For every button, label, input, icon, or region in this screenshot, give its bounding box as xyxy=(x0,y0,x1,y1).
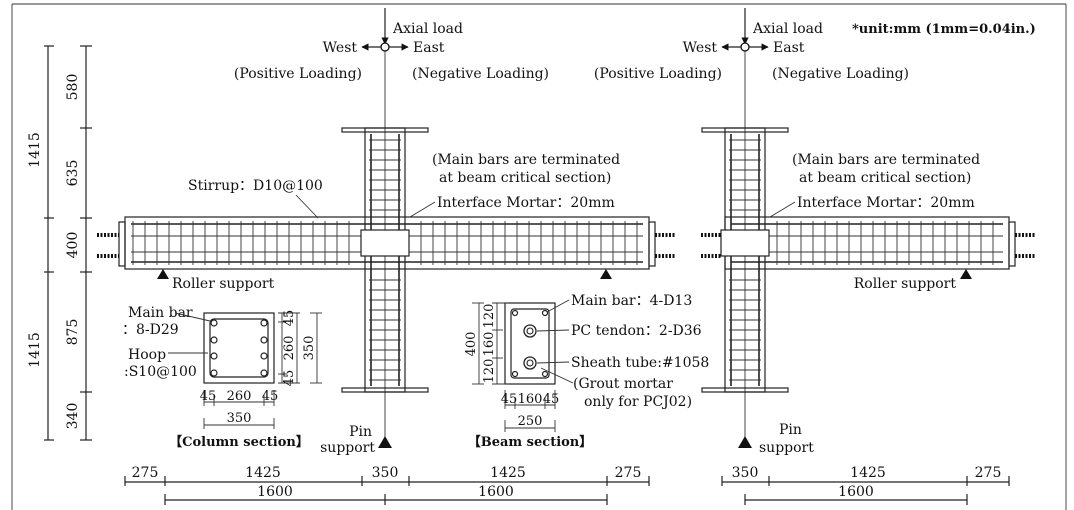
support-right-label: support xyxy=(759,440,814,456)
east-right-label: East xyxy=(773,40,805,56)
axial-load-right-label: Axial load xyxy=(752,21,823,37)
dim-875: 875 xyxy=(65,319,81,346)
grout-label-1: (Grout mortar xyxy=(573,376,673,392)
pin-right-label: Pin xyxy=(779,422,802,438)
dim-1415-bottom: 1415 xyxy=(27,332,43,368)
beam-section-caption: 【Beam section】 xyxy=(468,434,593,450)
support-label: support xyxy=(320,440,375,456)
column-main-bar-2: ：8-D29 xyxy=(122,322,179,338)
col-dim-total-v: 350 xyxy=(302,336,317,361)
anchor-nuts-left xyxy=(97,233,676,258)
main-bars-note-1: (Main bars are terminated xyxy=(432,152,620,168)
beam-dim-v3: 120 xyxy=(482,359,497,384)
rdim-1600: 1600 xyxy=(838,484,874,500)
dim-635: 635 xyxy=(65,160,81,187)
col-dim-bot: 45 xyxy=(282,370,297,387)
bdim-1600-b: 1600 xyxy=(478,484,514,500)
vertical-dimensions: 1415 1415 580 635 400 875 340 xyxy=(27,45,92,441)
interface-mortar-right-label: Interface Mortar：20mm xyxy=(797,195,975,211)
pin-label: Pin xyxy=(349,424,372,440)
col-dim-top: 45 xyxy=(282,310,297,327)
bdim-1425-a: 1425 xyxy=(245,465,281,481)
dim-580: 580 xyxy=(65,74,81,101)
left-specimen: Axial load West East (Positive Loading) … xyxy=(97,8,676,456)
dim-1415-top: 1415 xyxy=(27,132,43,168)
pc-tendon-label: PC tendon：2-D36 xyxy=(571,323,702,339)
roller-support-right-icon xyxy=(600,269,612,279)
bdim-275-a: 275 xyxy=(132,465,159,481)
positive-loading-right-label: (Positive Loading) xyxy=(594,66,722,82)
main-bars-note-right-2: at beam critical section) xyxy=(799,170,971,186)
column-hoop-2: :S10@100 xyxy=(124,364,197,380)
west-label: West xyxy=(323,40,358,56)
beam-dim-b2: 160 xyxy=(518,392,543,407)
rdim-1425: 1425 xyxy=(850,465,886,481)
pin-support-right-icon xyxy=(738,436,752,448)
beam-dim-vtotal: 400 xyxy=(464,332,479,357)
load-point-icon xyxy=(380,42,390,52)
dim-400: 400 xyxy=(65,232,81,259)
axial-load-label: Axial load xyxy=(392,21,463,37)
bottom-dimensions-left: 275 1425 350 1425 275 1600 1600 xyxy=(124,465,650,505)
grout-label-2: only for PCJ02) xyxy=(584,394,692,410)
rdim-350: 350 xyxy=(732,465,759,481)
east-label: East xyxy=(413,40,445,56)
col-dim-b2: 260 xyxy=(227,389,252,404)
stirrup-label: Stirrup：D10@100 xyxy=(188,178,323,194)
col-dim-b1: 45 xyxy=(200,389,217,404)
beam-main-bar-label: Main bar：4-D13 xyxy=(571,293,692,309)
bdim-350: 350 xyxy=(372,465,399,481)
main-bars-note-2: at beam critical section) xyxy=(439,170,611,186)
roller-support-label: Roller support xyxy=(172,276,275,292)
column-section-caption: 【Column section】 xyxy=(169,434,309,450)
beam-section: Main bar：4-D13 PC tendon：2-D36 Sheath tu… xyxy=(464,293,709,450)
negative-loading-label: (Negative Loading) xyxy=(412,66,549,82)
roller-support-right-label: Roller support xyxy=(854,276,957,292)
load-point-right-icon xyxy=(740,42,750,52)
column-main-bar-1: Main bar xyxy=(128,305,193,321)
rdim-275: 275 xyxy=(975,465,1002,481)
beam-dim-b3: 45 xyxy=(543,392,560,407)
sheath-tube-label: Sheath tube:#1058 xyxy=(571,355,709,371)
col-dim-mid: 260 xyxy=(282,336,297,361)
negative-loading-right-label: (Negative Loading) xyxy=(772,66,909,82)
beam-dim-v2: 160 xyxy=(482,332,497,357)
west-right-label: West xyxy=(683,40,718,56)
beam-dim-b1: 45 xyxy=(501,392,518,407)
column-hoop-1: Hoop xyxy=(128,347,166,363)
main-bars-note-right-1: (Main bars are terminated xyxy=(792,152,980,168)
positive-loading-label: (Positive Loading) xyxy=(234,66,362,82)
beam-dim-btotal: 250 xyxy=(518,414,543,429)
bdim-1425-b: 1425 xyxy=(490,465,526,481)
unit-note: *unit:mm (1mm=0.04in.) xyxy=(852,22,1036,37)
bdim-1600-a: 1600 xyxy=(257,484,293,500)
bottom-dimensions-right: 350 1425 275 1600 xyxy=(721,465,1010,505)
right-specimen: Axial load *unit:mm (1mm=0.04in.) West E… xyxy=(594,8,1036,456)
dim-340: 340 xyxy=(65,403,81,430)
col-dim-btotal: 350 xyxy=(227,411,252,426)
bdim-275-b: 275 xyxy=(615,465,642,481)
roller-support-r-icon xyxy=(960,269,972,279)
col-dim-b3: 45 xyxy=(262,389,279,404)
column-section: Main bar ：8-D29 Hoop :S10@100 45 260 45 … xyxy=(122,305,322,450)
roller-support-icon xyxy=(157,269,169,279)
interface-mortar-label: Interface Mortar：20mm xyxy=(437,195,615,211)
pin-support-icon xyxy=(378,436,392,448)
beam-dim-v1: 120 xyxy=(482,304,497,329)
